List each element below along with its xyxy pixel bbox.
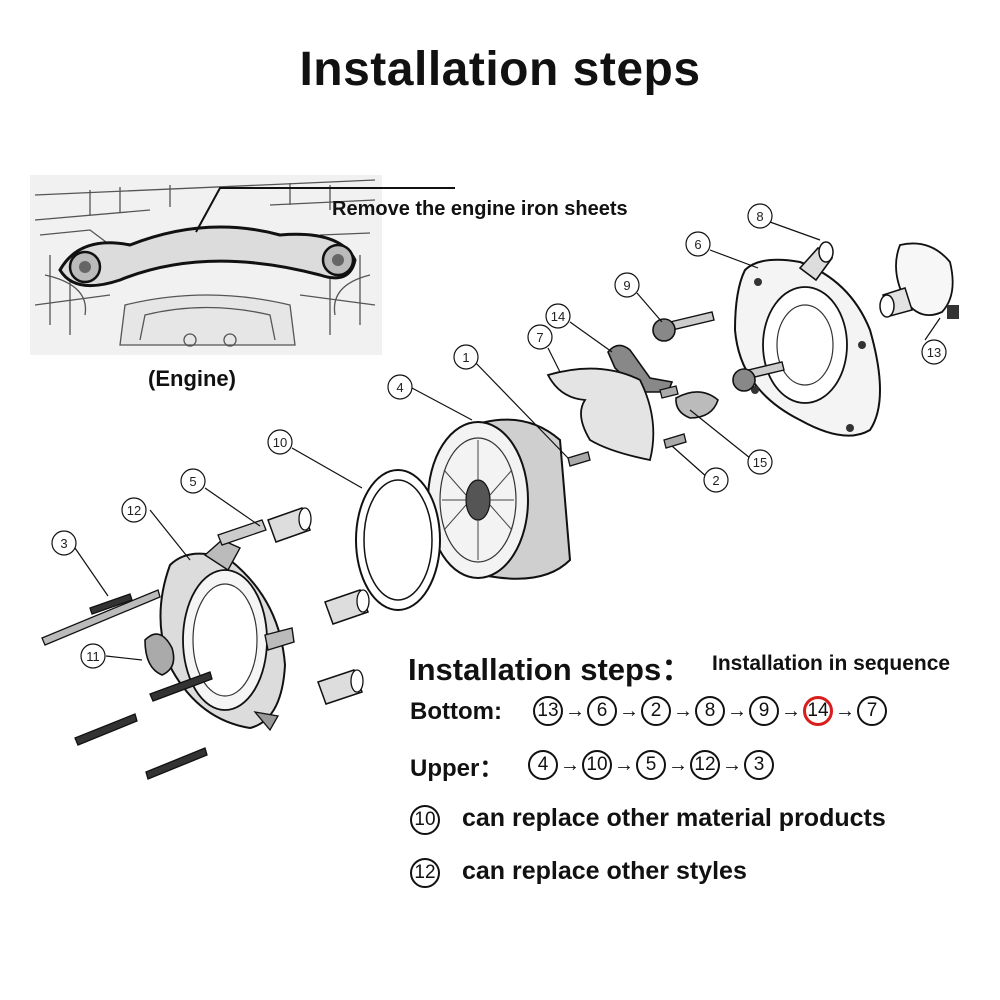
part-14-bracket — [607, 344, 674, 393]
part-label-4: 4 — [387, 374, 413, 400]
note-number-circle: 10 — [410, 805, 440, 835]
sequence-step: 8→ — [695, 696, 749, 726]
step-circle: 7 — [857, 696, 887, 726]
sequence-arrow: → — [565, 700, 585, 722]
part-label-1: 1 — [453, 344, 479, 370]
sequence-step: 6→ — [587, 696, 641, 726]
part-6-backing-plate — [733, 258, 881, 437]
part-label-15: 15 — [747, 449, 773, 475]
step-circle: 5 — [636, 750, 666, 780]
svg-text:10: 10 — [273, 435, 287, 450]
svg-text:1: 1 — [462, 350, 469, 365]
engine-inset-drawing — [30, 175, 382, 355]
svg-text:9: 9 — [623, 278, 630, 293]
engine-callout-leader — [195, 187, 455, 233]
part-8-breather-tube — [798, 241, 834, 282]
step-circle: 9 — [749, 696, 779, 726]
part-label-8: 8 — [747, 203, 773, 229]
svg-text:6: 6 — [694, 237, 701, 252]
part-label-2: 2 — [703, 467, 729, 493]
part-9-breather-bolt — [652, 311, 785, 392]
highlighted-step-circle: 14 — [803, 696, 833, 726]
svg-text:4: 4 — [396, 380, 403, 395]
upper-row-label: Upper： — [410, 755, 504, 782]
sequence-arrow: → — [673, 700, 693, 722]
part-label-14: 14 — [545, 303, 571, 329]
part-4-air-filter — [427, 418, 572, 580]
step-circle: 10 — [582, 750, 612, 780]
engine-caption: (Engine) — [148, 366, 236, 391]
step-circle: 12 — [690, 750, 720, 780]
sequence-arrow: → — [560, 754, 580, 776]
part-label-12: 12 — [121, 497, 147, 523]
sequence-step: 10→ — [582, 750, 636, 780]
note-12-text: can replace other styles — [462, 857, 747, 885]
part-label-3: 3 — [51, 530, 77, 556]
step-circle: 6 — [587, 696, 617, 726]
sequence-step: 9→ — [749, 696, 803, 726]
sequence-step: 3 — [744, 750, 774, 780]
part-label-9: 9 — [614, 272, 640, 298]
step-circle: 4 — [528, 750, 558, 780]
svg-text:5: 5 — [189, 474, 196, 489]
sequence-arrow: → — [668, 754, 688, 776]
svg-text:15: 15 — [753, 455, 767, 470]
sequence-arrow: → — [614, 754, 634, 776]
part-7-plate — [546, 367, 655, 462]
sequence-step: 7 — [857, 696, 887, 726]
part-5-standoffs — [267, 507, 370, 705]
svg-text:2: 2 — [712, 473, 719, 488]
sequence-step: 2→ — [641, 696, 695, 726]
svg-text:11: 11 — [86, 649, 100, 664]
note-10-marker: 10 — [410, 805, 440, 835]
sequence-arrow: → — [619, 700, 639, 722]
svg-text:3: 3 — [60, 536, 67, 551]
part-2-screws — [567, 385, 687, 467]
part-12-housing — [159, 519, 295, 732]
step-circle: 2 — [641, 696, 671, 726]
step-circle: 8 — [695, 696, 725, 726]
sequence-arrow: → — [781, 700, 801, 722]
part-10-ring — [355, 469, 441, 611]
step-circle: 13 — [533, 696, 563, 726]
part-label-10: 10 — [267, 429, 293, 455]
svg-text:14: 14 — [551, 309, 565, 324]
sequence-arrow: → — [835, 700, 855, 722]
page-title: Installation steps — [299, 43, 701, 96]
upper-sequence: 4→10→5→12→3 — [528, 750, 774, 780]
svg-text:7: 7 — [536, 330, 543, 345]
steps-heading: Installation steps： — [408, 652, 693, 687]
part-11-cover — [144, 633, 175, 676]
svg-text:12: 12 — [127, 503, 141, 518]
step-circle: 3 — [744, 750, 774, 780]
steps-subheading: Installation in sequence — [712, 652, 951, 675]
part-label-6: 6 — [685, 231, 711, 257]
part-3-bolts — [41, 589, 213, 780]
part-13-gasket — [879, 242, 959, 319]
part-label-5: 5 — [180, 468, 206, 494]
sequence-step: 12→ — [690, 750, 744, 780]
part-label-11: 11 — [80, 643, 106, 669]
sequence-step: 4→ — [528, 750, 582, 780]
iron-sheet-shape — [58, 225, 357, 288]
bottom-row-label: Bottom: — [410, 698, 502, 725]
sequence-arrow: → — [722, 754, 742, 776]
note-number-circle: 12 — [410, 858, 440, 888]
engine-callout-text: Remove the engine iron sheets — [332, 198, 628, 220]
note-10-text: can replace other material products — [462, 804, 886, 832]
part-15-mount — [675, 391, 719, 419]
note-12-marker: 12 — [410, 858, 440, 888]
sequence-step: 5→ — [636, 750, 690, 780]
part-label-7: 7 — [527, 324, 553, 350]
part-label-13: 13 — [921, 339, 947, 365]
part-label-text: 8 — [756, 209, 763, 224]
part-number-labels: 8 6 9 14 7 13 1 4 15 2 10 5 12 3 11 — [51, 203, 947, 669]
sequence-arrow: → — [727, 700, 747, 722]
bottom-sequence: 13→6→2→8→9→14→7 — [533, 696, 887, 726]
svg-text:13: 13 — [927, 345, 941, 360]
sequence-step: 14→ — [803, 696, 857, 726]
engine-sketch — [34, 179, 376, 347]
sequence-step: 13→ — [533, 696, 587, 726]
